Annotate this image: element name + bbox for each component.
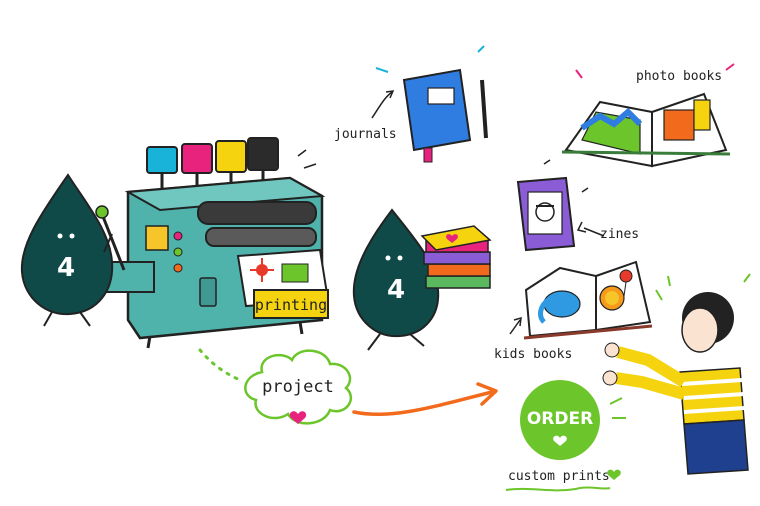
kids-book	[509, 260, 653, 340]
bottom-roller	[205, 227, 317, 247]
order-button[interactable]: ORDER	[520, 380, 626, 460]
zines-label: zines	[600, 227, 639, 242]
order-arrow	[352, 382, 498, 417]
printing-label-text: printing	[255, 296, 327, 314]
journal	[371, 45, 488, 163]
lever-knob	[95, 205, 109, 219]
printing-label	[253, 289, 329, 319]
ink-drop-mascot-left: 4	[20, 173, 114, 327]
photo-books-label: photo books	[636, 69, 722, 84]
project-cloud-label: project	[262, 377, 334, 397]
book-stack	[420, 225, 492, 289]
heart-icon	[607, 469, 621, 480]
zine	[516, 159, 605, 252]
black-cartridge	[247, 137, 279, 171]
custom-prints-underline	[505, 486, 611, 492]
mascot-right-number: 4	[387, 275, 405, 305]
sun-icon	[250, 258, 274, 282]
printing-machine: printing	[95, 137, 330, 349]
top-roller	[197, 201, 317, 225]
cyan-cartridge	[146, 146, 178, 174]
heart-icon	[446, 234, 458, 243]
ink-drop-mascot-icon	[20, 173, 114, 316]
order-button-circle[interactable]	[520, 380, 600, 460]
happy-customer	[602, 273, 751, 475]
pen-icon	[480, 79, 488, 139]
customer-pants	[683, 419, 749, 475]
yellow-cartridge	[215, 140, 247, 173]
control-screen	[145, 225, 169, 251]
balloon-icon	[619, 269, 633, 297]
dotted-trail	[198, 348, 242, 382]
lion-icon	[599, 285, 625, 311]
magenta-cartridge	[181, 143, 213, 174]
custom-prints-label: custom prints	[508, 469, 610, 484]
journal-cover	[402, 68, 472, 152]
customer-face	[681, 307, 719, 353]
kids-books-label: kids books	[494, 347, 572, 362]
heart-icon	[553, 435, 567, 446]
journals-label: journals	[334, 127, 397, 142]
heart-icon	[289, 411, 307, 424]
ink-drop-mascot-icon	[352, 208, 440, 338]
elephant-icon	[538, 290, 581, 324]
order-button-label[interactable]: ORDER	[527, 409, 593, 429]
mascot-left-number: 4	[57, 253, 75, 283]
project-cloud: project	[244, 349, 353, 425]
photo-book	[561, 63, 735, 168]
